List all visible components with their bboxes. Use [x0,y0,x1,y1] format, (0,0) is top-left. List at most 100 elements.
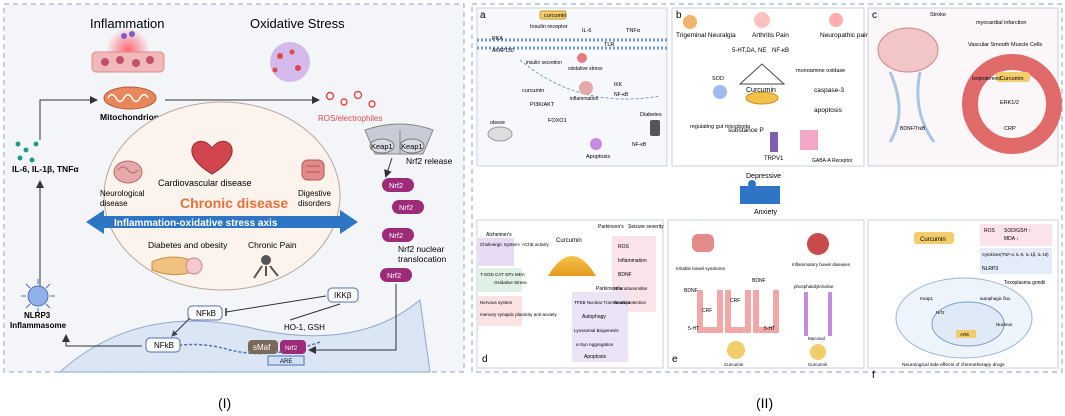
panel-e-label-11: 5-HT [764,326,775,332]
panel-d-label-14: Parkinson's [596,286,622,292]
panel-f: f Curcumin ROS SOD/GSH ↑ MDA ↓ Cytokines… [867,219,1059,381]
panel-c-letter: c [872,10,877,21]
part-one-caption: (I) [218,395,231,411]
nucleus-membrane [58,299,431,373]
panel-b-neuralgia-icon [683,15,697,29]
panel-b-label-4: NF-κB [772,48,789,54]
panel-d-tfeb-box [572,292,628,362]
ros-label: ROS/electrophiles [318,114,382,123]
nlrp3-label-1: NLRP3 [24,311,51,320]
panel-a-label-13: obese [490,120,505,126]
panel-d-label-13: Neuroprotection [614,300,647,305]
panel-b-arthritis-icon [754,12,770,28]
ho1-label: HO-1, GSH [284,323,325,332]
inflammation-title: Inflammation [90,16,164,31]
panel-a-label-3: TNFα [626,28,641,34]
panel-c-label-5: ERK1/2 [1000,100,1019,106]
cytokine-to-mito-arrow [39,96,98,140]
inflammation-illustration [91,28,165,73]
panel-c-label-3: Isoproterenol [972,76,1001,82]
nfkb-translocate-arrow [171,317,191,337]
panel-a-label-5: PKA [492,36,503,42]
panel-e-curcumin-pile-2 [810,344,826,360]
brain-icon [113,160,143,184]
panel-a-label-6: AKAP150 [492,48,514,54]
nfkb-label-top: NFkB [196,309,216,318]
panel-d-label-9: ROS [618,244,630,250]
digest-label-1: Digestive [298,189,331,198]
axis-arrow [86,210,358,234]
panel-f-label-1: ROS [984,228,996,234]
nrf2-pill-2: Nrf2 [399,203,413,212]
ros-particles [325,90,376,108]
cardio-label: Cardiovascular disease [158,178,252,188]
panel-a-label-8: oxidative stress [568,66,603,72]
nrf2-pills [380,178,424,282]
panel-d-label-0: Alzheimer's [486,232,512,238]
panel-c-label-2: Vascular Smooth Muscle Cells [968,42,1042,48]
panel-c-label-4: Curcumin [1000,76,1024,82]
part-two: a curcumin Insulin receptor IL-6 TNFα TL… [471,3,1063,381]
panel-a-nuclear-envelope [519,59,661,100]
ikkb-box [327,287,359,303]
panel-d: d Alzheimer's Parkinson's Seizure severi… [476,219,664,369]
panel-b-gaba-icon [800,130,818,150]
axis-label: Inflammation-oxidative stress axis [114,218,278,229]
panel-b-curcumin-pile [745,91,779,105]
panel-a-label-7: insulin secretion [526,60,562,66]
panel-b-label-11: substance P [728,127,764,134]
panel-a-label-0: curcumin [544,13,566,19]
panel-a-label-17: NF-κB [614,92,629,98]
center-illustration: Depressive Anxiety [740,173,781,216]
nrf2-release-label: Nrf2 release [406,156,453,166]
panel-a-label-2: IL-6 [582,28,591,34]
panel-f-label-9: ARE [960,332,969,337]
panel-d-label-6: Nervous system [480,300,513,305]
ho1-inhibit-line [289,303,341,321]
pain-label: Chronic Pain [248,240,297,250]
panel-a-label-14: Diabetes [640,112,662,118]
panel-a: a curcumin Insulin receptor IL-6 TNFα TL… [476,7,668,167]
panel-d-cholinergic-box [478,238,514,266]
panel-b-label-6: Curcumin [746,87,776,94]
nlrp3-label-2: Inflammasome [10,321,67,330]
panel-f-ros-box [980,224,1052,246]
panel-b-box [671,7,865,167]
mitochondrion-label: Mitochondrion [100,112,159,122]
panel-f-label-11: Nucleus [996,322,1013,327]
panel-a-label-11: PI3K/AKT [530,102,555,108]
panel-b-label-13: GABA-A Receptor [812,158,853,164]
panel-e-ibd-icon [807,233,829,255]
pancreas-icon [151,256,203,276]
diabetes-label: Diabetes and obesity [148,240,228,250]
panel-b-label-0: Trigeminal Neuralgia [676,32,736,39]
panel-f-label-10: autophagic flux [980,296,1011,301]
panel-d-oxidative-box [478,268,522,292]
panel-e-label-4: CRF [702,308,712,314]
panel-f-letter: f [872,370,875,381]
panel-f-label-7: Keap1 [920,296,934,301]
panel-f-cytokine-box [980,248,1052,274]
are-label: ARE [280,359,292,365]
panel-e-ibs-icon [692,234,714,252]
nrf2-pill-4: Nrf2 [387,271,401,280]
panel-e-label-6: CRF [730,298,740,304]
nrf2-translocation-2: translocation [398,254,446,264]
panel-d-label-16: Autophagy [582,314,606,320]
panel-c-neuron [888,71,936,143]
keap1-complex [364,123,434,155]
panel-d-label-12: Neurotransmitter [614,286,648,291]
panel-a-ros-blob [577,53,587,63]
pain-figure-icon [253,255,279,279]
panel-f-label-4: Cytokines(TNF-α, IL-6, IL-1β, IL-18) [982,252,1049,257]
panel-f-nucleus [931,301,1005,347]
nrf2-to-are-arrow [308,284,397,354]
panel-e-label-3: BDNF [752,278,766,284]
panel-e-label-9: Curcumin [808,362,828,367]
chronic-disease-title: Chronic disease [180,195,288,211]
neuro-label-1: Neurological [100,189,145,198]
panel-e-label-7: phosphatidylcholine [794,284,834,289]
cytokines-label: IL-6, IL-1β, TNFα [12,164,79,174]
panel-b-label-5: SOD [712,76,724,82]
panel-a-label-18: NF-κB [632,142,647,148]
